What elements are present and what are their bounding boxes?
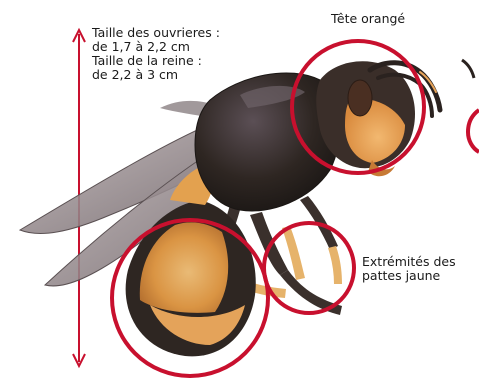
edge-antenna-fragment	[462, 60, 474, 78]
workers-size-title: Taille des ouvrieres :	[92, 26, 220, 40]
edge-circle-fragment	[468, 110, 479, 152]
head-label: Tête orangé	[331, 12, 405, 26]
legs-label-line2: pattes jaune	[362, 269, 456, 283]
legs-label: Extrémités des pattes jaune	[362, 255, 456, 283]
size-label: Taille des ouvrieres : de 1,7 à 2,2 cm T…	[92, 26, 220, 82]
queen-size-value: de 2,2 à 3 cm	[92, 68, 220, 82]
queen-size-title: Taille de la reine :	[92, 54, 220, 68]
workers-size-value: de 1,7 à 2,2 cm	[92, 40, 220, 54]
legs-label-line1: Extrémités des	[362, 255, 456, 269]
